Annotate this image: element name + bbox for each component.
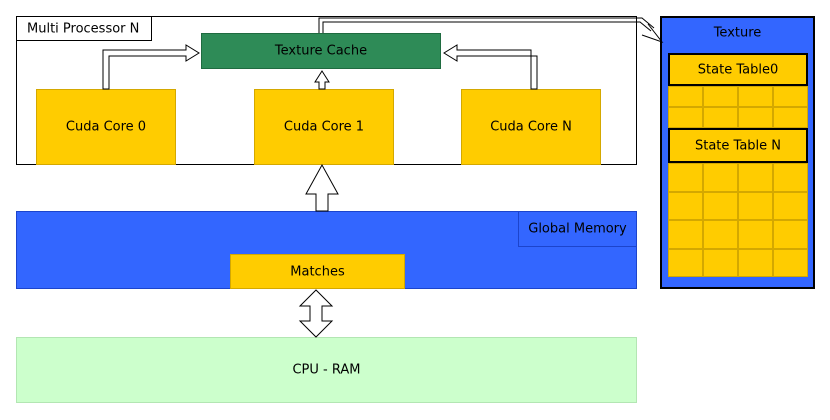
state-table-0-cell <box>773 107 808 128</box>
multiprocessor-title-text: Multi Processor N <box>27 21 140 36</box>
cuda-core-n-label: Cuda Core N <box>490 119 572 135</box>
state-table-n-cell <box>738 191 773 220</box>
state-table-n-cell <box>738 220 773 249</box>
matches-block: Matches <box>230 254 405 289</box>
state-table-0-label: State Table0 <box>697 62 779 77</box>
arrow-core0-to-cache <box>102 44 200 90</box>
multiprocessor-title: Multi Processor N <box>16 16 152 41</box>
cpu-ram-block: CPU - RAM <box>16 337 637 403</box>
state-table-0-cell <box>773 86 808 107</box>
global-memory-title: Global Memory <box>518 211 637 247</box>
arrow-cache-to-texture-line-b <box>322 21 652 33</box>
arrow-core1-to-cache <box>314 70 330 90</box>
texture-cache-label: Texture Cache <box>274 43 368 59</box>
cpu-ram-label: CPU - RAM <box>292 362 361 378</box>
state-table-0-cell <box>668 107 703 128</box>
state-table-n-cell <box>738 248 773 277</box>
state-table-0-cell <box>668 86 703 107</box>
state-table-n-cell <box>668 248 703 277</box>
texture-title: Texture <box>660 16 815 50</box>
state-table-n-cell <box>703 248 738 277</box>
cuda-core-1-label: Cuda Core 1 <box>283 119 365 135</box>
texture-title-label: Texture <box>713 25 762 41</box>
cuda-core-n: Cuda Core N <box>461 89 601 165</box>
state-table-n-cell <box>703 220 738 249</box>
state-table-0-cell <box>703 107 738 128</box>
cuda-core-1: Cuda Core 1 <box>254 89 394 165</box>
state-table-n-grid <box>668 163 808 277</box>
state-table-n-cell <box>668 191 703 220</box>
state-table-n-cell <box>703 163 738 192</box>
state-table-n-cell <box>773 163 808 192</box>
arrow-matches-cpu <box>298 289 334 338</box>
state-table-n-header: State Table N <box>668 128 808 163</box>
state-table-0-cell <box>738 107 773 128</box>
global-memory-label: Global Memory <box>528 221 627 237</box>
matches-label: Matches <box>290 264 345 279</box>
arrow-coren-to-cache <box>443 44 538 90</box>
cuda-core-0-label: Cuda Core 0 <box>65 119 147 135</box>
texture-cache-block: Texture Cache <box>201 33 441 69</box>
arrow-cache-to-texture-head <box>641 23 664 44</box>
state-table-0-cell <box>738 86 773 107</box>
state-table-0-cell <box>703 86 738 107</box>
state-table-n-cell <box>773 248 808 277</box>
state-table-0-grid <box>668 86 808 128</box>
state-table-n-cell <box>703 191 738 220</box>
state-table-n-label: State Table N <box>694 138 782 153</box>
arrow-cache-to-texture-line-a <box>318 17 655 33</box>
state-table-0-header: State Table0 <box>668 53 808 86</box>
state-table-n-cell <box>668 163 703 192</box>
state-table-n-cell <box>773 220 808 249</box>
state-table-n-cell <box>738 163 773 192</box>
state-table-n-cell <box>668 220 703 249</box>
cuda-core-0: Cuda Core 0 <box>36 89 176 165</box>
state-table-n-cell <box>773 191 808 220</box>
arrow-memory-to-core1 <box>305 163 339 212</box>
